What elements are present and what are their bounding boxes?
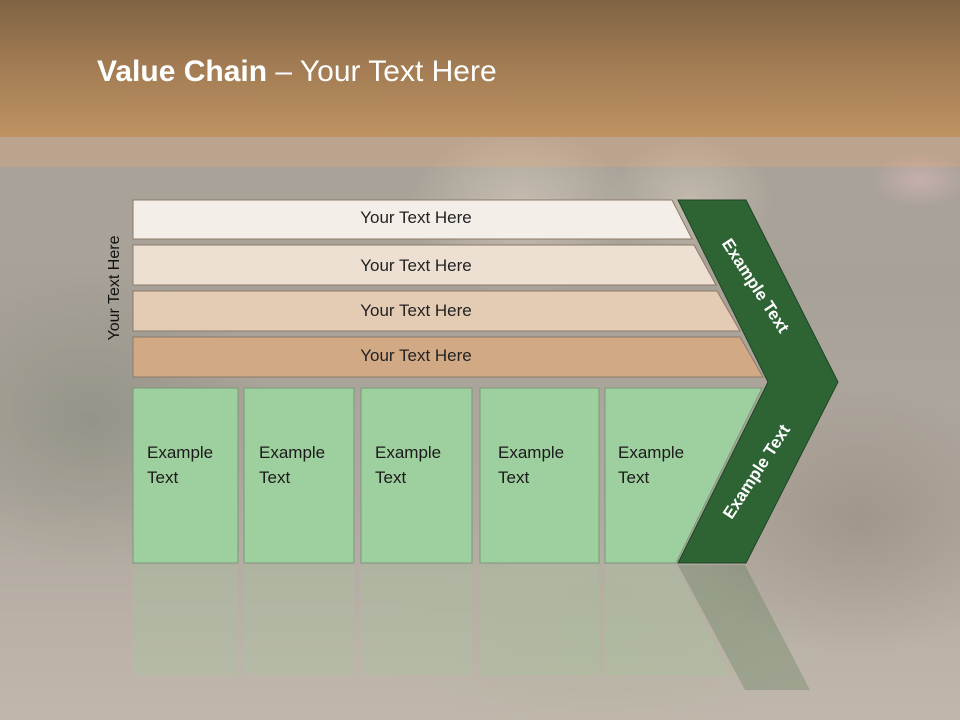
column-3-line-2: Text: [375, 468, 407, 487]
column-reflection: [133, 565, 238, 675]
title-banner: [0, 0, 960, 137]
column-3-label: Example Text: [375, 440, 441, 490]
column-1-line-1: Example: [147, 443, 214, 462]
bar-4-label: Your Text Here: [360, 346, 472, 365]
reflection: [133, 565, 810, 690]
banner-strip: [0, 137, 960, 167]
column-1-shape: [132, 387, 239, 564]
column-reflection: [361, 565, 472, 675]
column-2-shape: [243, 387, 355, 564]
column-4-shape: [479, 387, 600, 564]
column-2-line-1: Example: [259, 443, 326, 462]
title-bold: Value Chain: [97, 55, 268, 88]
bar-4-shape: [132, 336, 764, 378]
column-5-shape: [604, 387, 763, 564]
column-3-line-1: Example: [375, 443, 442, 462]
arrow-reflection: [678, 565, 810, 690]
column-5-line-1: Example: [618, 443, 685, 462]
slide-title: Value Chain – Your Text Here: [97, 55, 497, 89]
column-1-line-2: Text: [147, 468, 179, 487]
bar-3-label: Your Text Here: [360, 301, 472, 320]
column-3-shape: [360, 387, 473, 564]
title-rest: – Your Text Here: [267, 55, 497, 88]
column-4-line-2: Text: [498, 468, 530, 487]
column-4-line-1: Example: [498, 443, 565, 462]
bar-2-label: Your Text Here: [360, 256, 472, 275]
column-5-line-2: Text: [618, 468, 650, 487]
bar-1-label: Your Text Here: [360, 208, 472, 227]
bar-2-shape: [132, 244, 717, 286]
column-reflection: [605, 565, 730, 675]
bar-3-shape: [132, 290, 741, 332]
column-2-label: Example Text: [259, 440, 325, 490]
column-2-line-2: Text: [259, 468, 291, 487]
chevron-arrow: [677, 199, 839, 564]
column-4-label: Example Text: [498, 440, 564, 490]
column-5-label: Example Text: [618, 440, 684, 490]
column-reflection: [244, 565, 354, 675]
column-1-label: Example Text: [147, 440, 213, 490]
bar-1-shape: [132, 199, 693, 240]
column-reflection: [480, 565, 599, 675]
